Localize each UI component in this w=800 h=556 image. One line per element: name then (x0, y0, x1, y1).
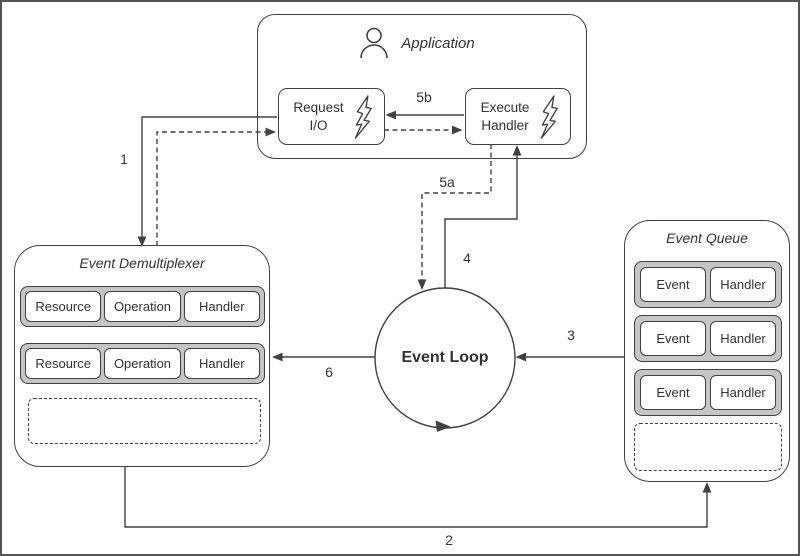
demux-row: Resource Operation Handler (20, 343, 265, 384)
cell-event: Event (640, 267, 706, 302)
event-queue-box: Event Queue Event Handler Event Handler … (624, 220, 790, 482)
cell-handler: Handler (183, 348, 260, 379)
cell-handler: Handler (710, 267, 776, 302)
queue-row: Event Handler (634, 261, 782, 308)
execute-handler-box: Execute Handler (465, 88, 571, 145)
loop-direction-arrowhead (435, 420, 451, 432)
cell-resource: Resource (25, 291, 102, 322)
queue-row: Event Handler (634, 369, 782, 416)
cell-event: Event (640, 375, 706, 410)
arrow-label-2: 2 (445, 532, 453, 548)
arrow-4 (444, 145, 522, 288)
arrow-3 (515, 352, 624, 362)
application-box: Application Request I/O Execute Handler (257, 14, 587, 159)
cell-handler: Handler (710, 321, 776, 356)
cell-resource: Resource (25, 348, 102, 379)
application-header: Application (252, 27, 580, 59)
cell-handler: Handler (183, 291, 260, 322)
cell-operation: Operation (104, 291, 181, 322)
demux-row: Resource Operation Handler (20, 286, 265, 327)
cell-event: Event (640, 321, 706, 356)
arrow-label-4: 4 (463, 250, 471, 266)
arrow-2 (124, 466, 712, 528)
event-loop-label: Event Loop (401, 349, 489, 366)
empty-slot (28, 398, 261, 444)
application-title: Application (401, 34, 475, 52)
request-io-box: Request I/O (278, 88, 385, 145)
request-io-label: Request I/O (293, 99, 344, 133)
lightning-icon (354, 94, 372, 139)
empty-slot (634, 423, 782, 471)
execute-handler-label: Execute Handler (480, 99, 530, 133)
arrow-5a-dashed (417, 144, 492, 290)
arrow-label-5a: 5a (439, 174, 455, 190)
arrow-6 (272, 352, 375, 362)
arrow-label-5b: 5b (416, 89, 432, 105)
event-demultiplexer-title: Event Demultiplexer (79, 255, 205, 271)
cell-handler: Handler (710, 375, 776, 410)
lightning-icon (540, 94, 558, 139)
arrow-label-6: 6 (325, 364, 333, 380)
person-icon (360, 27, 389, 59)
arrow-label-3: 3 (567, 327, 575, 343)
arrow-label-1: 1 (120, 151, 128, 167)
queue-row: Event Handler (634, 315, 782, 362)
cell-operation: Operation (104, 348, 181, 379)
event-queue-title: Event Queue (666, 230, 748, 246)
event-demultiplexer-box: Event Demultiplexer Resource Operation H… (14, 245, 270, 467)
